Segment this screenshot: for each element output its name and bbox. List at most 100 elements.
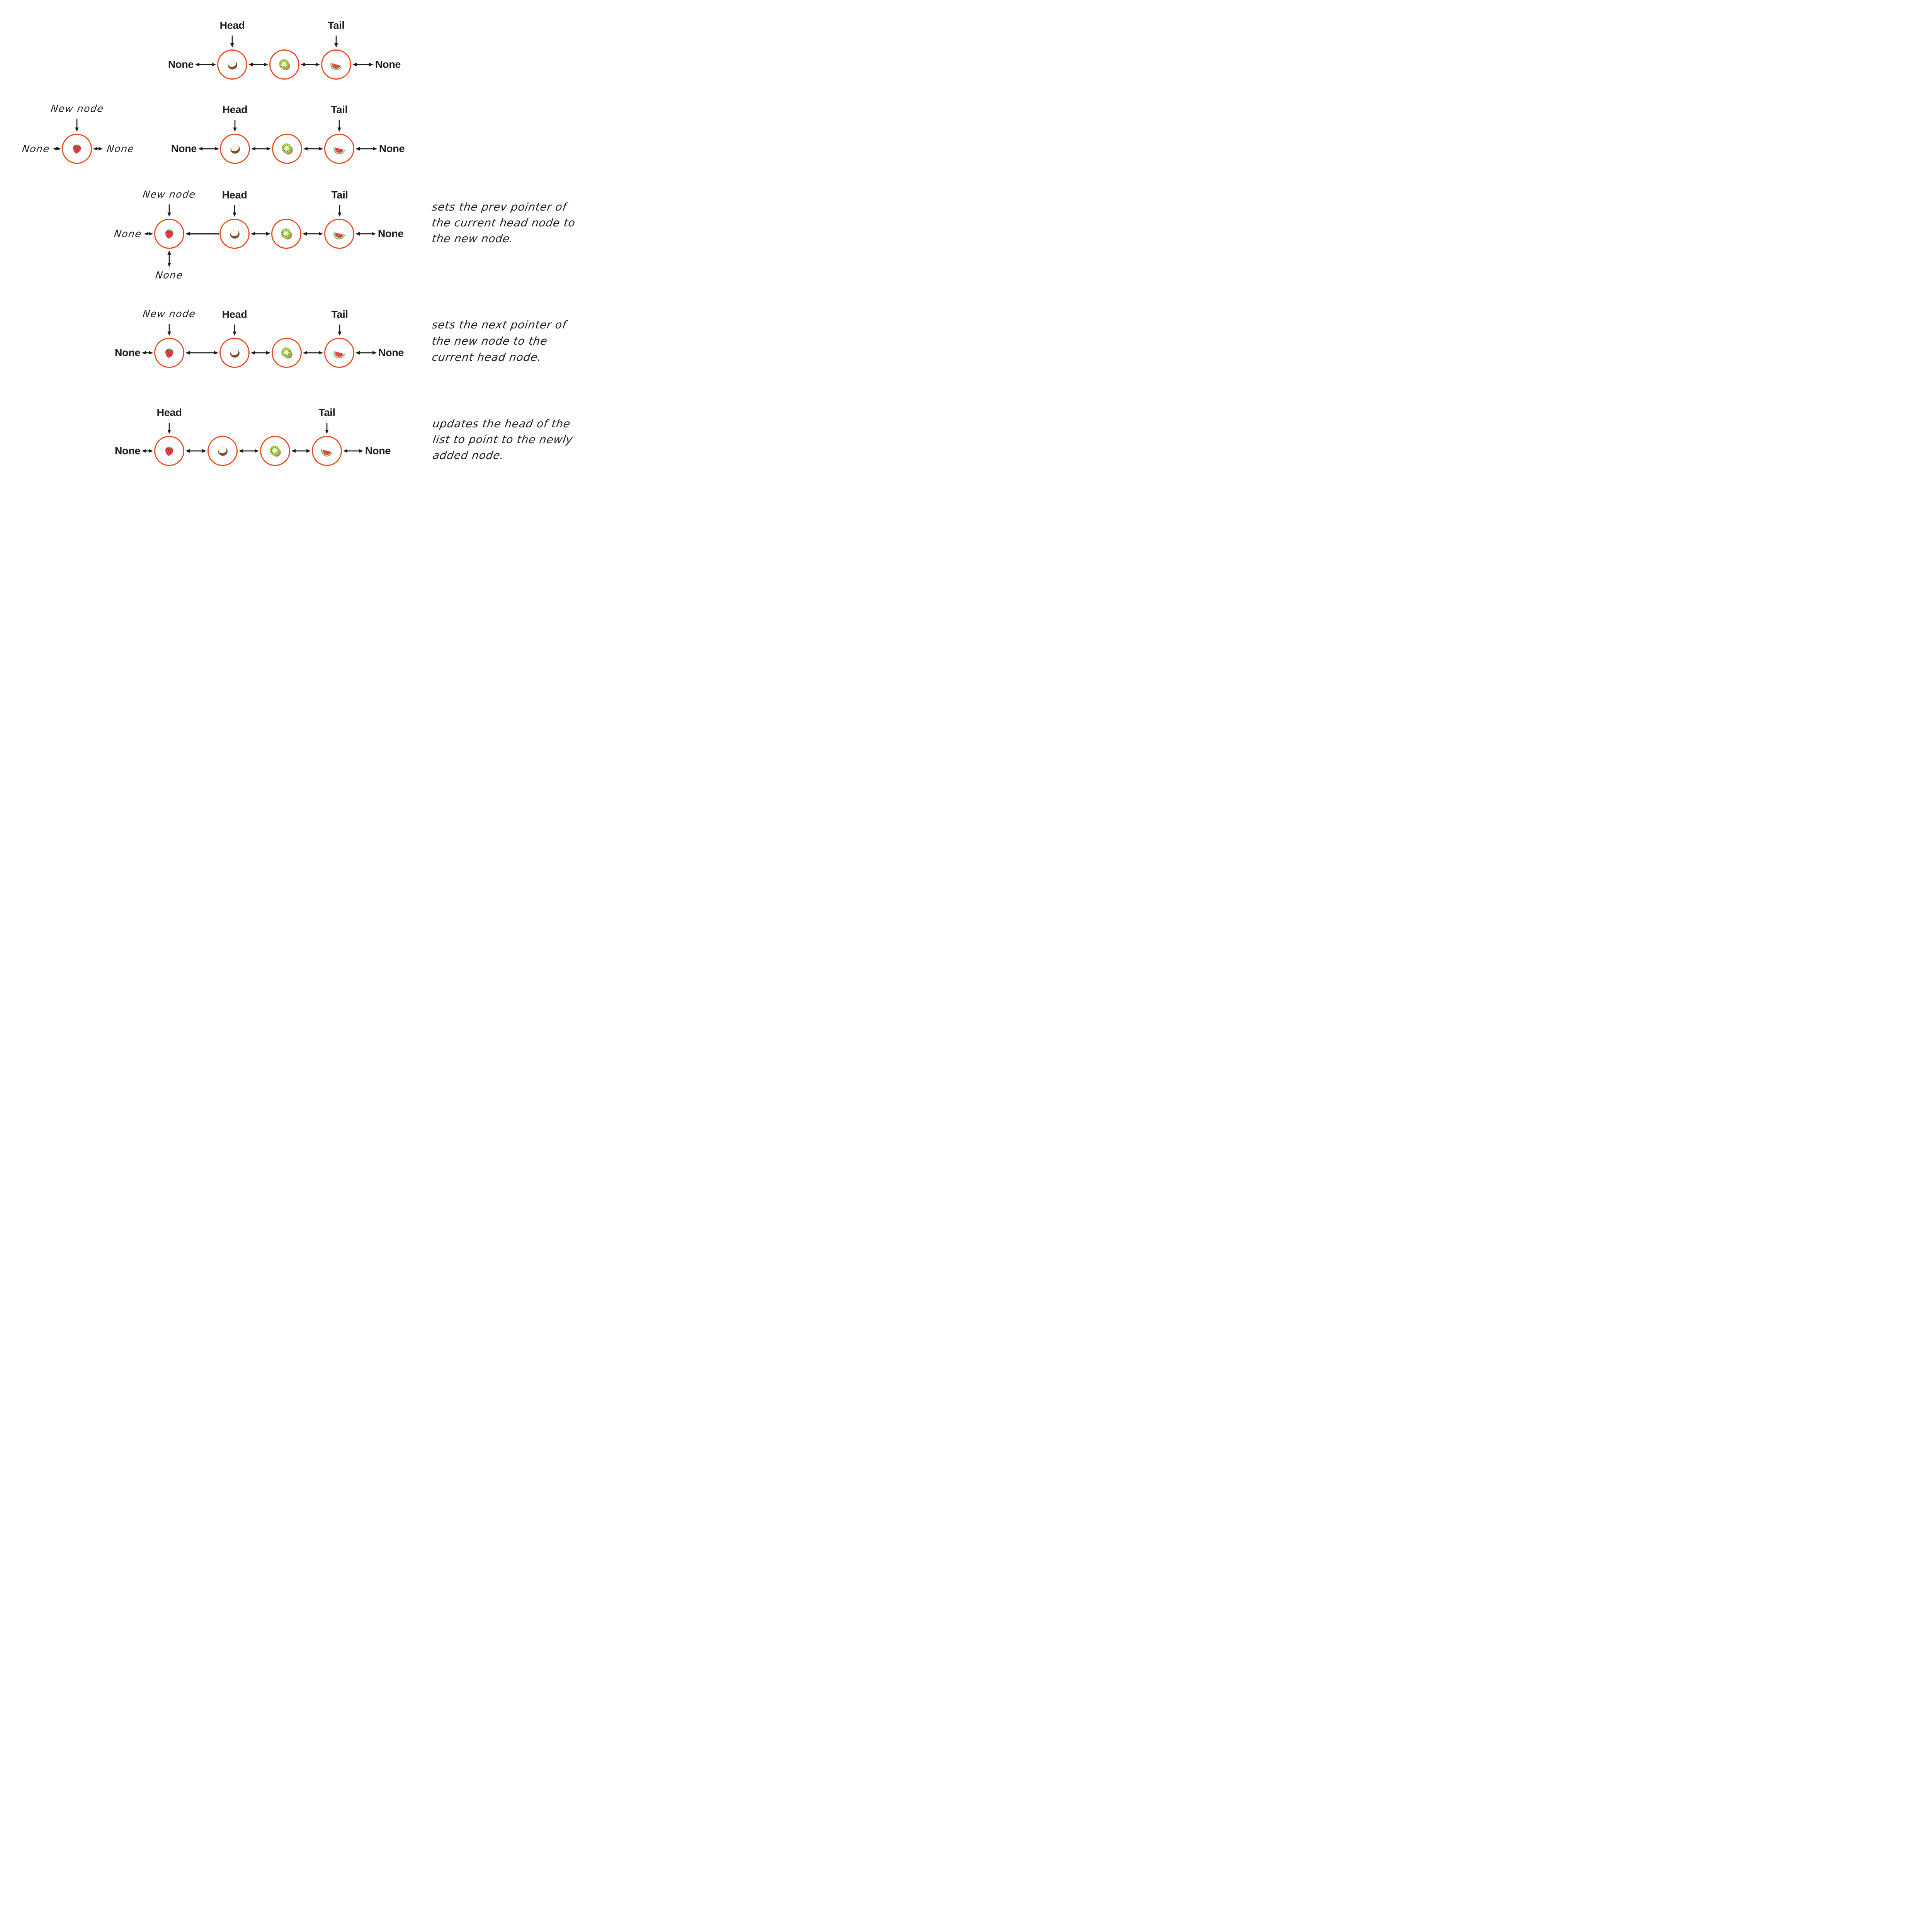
- watermelon-icon: [333, 232, 345, 240]
- pointer-arrow: [167, 324, 171, 336]
- step-annotation: sets the next pointer of the new node to …: [431, 317, 568, 366]
- pointer-arrow: [355, 232, 376, 236]
- coconut-icon: [228, 60, 237, 70]
- list-node-coconut: [220, 134, 250, 164]
- pointer-arrow: [251, 232, 270, 236]
- pointer-arrow: [301, 63, 320, 66]
- annotation-line: current head node.: [431, 351, 543, 364]
- annotation-line: list to point to the newly: [432, 433, 574, 446]
- annotation-line: the new node to the: [431, 335, 548, 347]
- list-node-watermelon: [321, 49, 351, 80]
- pointer-arrow: [291, 449, 311, 453]
- watermelon-icon: [333, 147, 345, 155]
- pointer-arrow: [338, 325, 342, 336]
- list-node-watermelon: [324, 134, 354, 164]
- list-node-strawberry: [154, 338, 184, 368]
- head-label: Head: [156, 406, 182, 418]
- pointer-arrow: [334, 36, 338, 48]
- head-label: Head: [222, 104, 248, 116]
- pointer-arrow: [167, 250, 171, 267]
- pointer-arrow: [93, 147, 103, 151]
- new-node-label: New node: [50, 103, 105, 114]
- list-node-coconut: [217, 49, 247, 80]
- kiwi-icon: [279, 59, 290, 70]
- strawberry-icon: [165, 229, 173, 239]
- pointer-arrow: [303, 147, 323, 151]
- tail-label: Tail: [331, 308, 348, 320]
- pointer-arrow: [142, 351, 153, 355]
- kiwi-icon: [270, 446, 281, 457]
- strawberry-icon: [165, 446, 173, 456]
- pointer-arrow: [185, 351, 218, 355]
- pointer-arrow: [239, 449, 259, 453]
- list-node-kiwi: [272, 134, 302, 164]
- pointer-arrow: [53, 147, 61, 151]
- pointer-arrow: [185, 232, 219, 236]
- pointer-arrow: [352, 63, 373, 66]
- pointer-arrow: [343, 449, 363, 453]
- watermelon-icon: [330, 63, 342, 70]
- strawberry-icon: [73, 144, 81, 154]
- pointer-arrow: [337, 120, 341, 132]
- pointer-arrow: [251, 351, 270, 355]
- tail-label: Tail: [328, 19, 345, 31]
- none-label: None: [168, 58, 194, 70]
- tail-label: Tail: [318, 406, 335, 418]
- list-node-coconut: [207, 436, 238, 466]
- pointer-arrow: [338, 205, 342, 217]
- list-node-kiwi: [260, 436, 290, 466]
- watermelon-icon: [321, 449, 333, 457]
- list-node-watermelon: [324, 219, 354, 249]
- pointer-arrow: [355, 351, 377, 355]
- none-label: None: [171, 143, 197, 155]
- pointer-arrow: [195, 63, 216, 66]
- pointer-arrow: [198, 147, 219, 151]
- list-node-watermelon: [324, 338, 354, 368]
- list-node-watermelon: [312, 436, 342, 466]
- head-label: Head: [222, 189, 247, 201]
- none-label: None: [375, 58, 401, 70]
- none-label: None: [378, 347, 404, 359]
- pointer-arrow: [144, 232, 153, 236]
- kiwi-icon: [281, 228, 292, 240]
- none-label: None: [114, 347, 141, 359]
- annotation-line: sets the prev pointer of: [431, 200, 568, 213]
- list-node-coconut: [219, 219, 250, 249]
- coconut-icon: [230, 348, 240, 358]
- kiwi-icon: [282, 143, 293, 155]
- pointer-arrow: [142, 449, 153, 453]
- list-node-strawberry: [62, 134, 92, 164]
- annotation-line: the new node.: [431, 232, 515, 245]
- list-node-strawberry: [154, 436, 184, 466]
- none-label: None: [114, 445, 141, 457]
- pointer-arrow: [355, 147, 377, 151]
- pointer-arrow: [185, 449, 206, 453]
- annotation-line: added node.: [432, 449, 505, 462]
- pointer-arrow: [233, 325, 236, 336]
- coconut-icon: [230, 144, 240, 154]
- step-annotation: sets the prev pointer of the current head…: [431, 199, 577, 247]
- none-label: None: [21, 143, 51, 155]
- annotation-line: sets the next pointer of: [431, 318, 568, 331]
- pointer-arrow: [167, 204, 171, 217]
- pointer-arrow: [230, 36, 234, 48]
- watermelon-icon: [333, 351, 345, 359]
- coconut-icon: [218, 446, 228, 456]
- coconut-icon: [230, 229, 240, 239]
- none-label: None: [379, 143, 405, 155]
- strawberry-icon: [165, 348, 173, 358]
- pointer-arrow: [325, 423, 329, 434]
- none-label: None: [155, 269, 184, 281]
- tail-label: Tail: [331, 189, 348, 201]
- pointer-arrow: [303, 351, 323, 355]
- head-label: Head: [222, 308, 247, 320]
- none-label: None: [365, 445, 391, 457]
- new-node-label: New node: [142, 308, 197, 320]
- annotation-line: the current head node to: [431, 216, 577, 229]
- pointer-arrow: [233, 205, 236, 217]
- pointer-arrow: [248, 63, 268, 66]
- arrow-layer: [53, 36, 377, 453]
- list-node-kiwi: [271, 219, 301, 249]
